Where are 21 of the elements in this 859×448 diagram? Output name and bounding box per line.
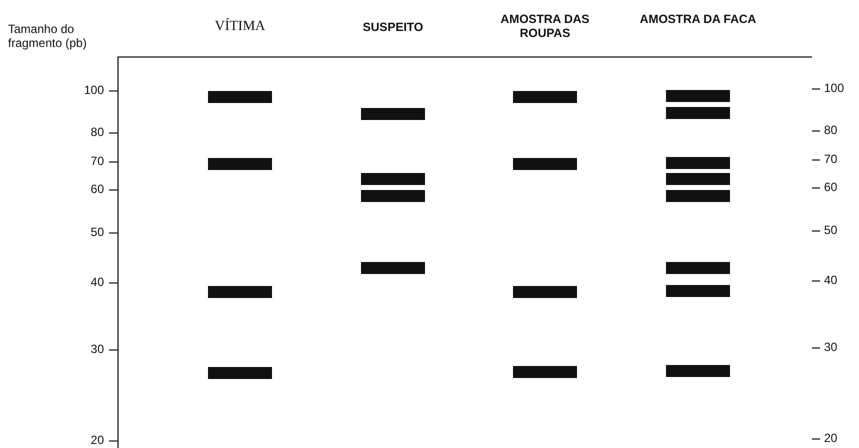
lane-header: AMOSTRA DAS ROUPAS: [500, 12, 590, 40]
tick-label: 40: [824, 273, 838, 287]
lane-header: VÍTIMA: [214, 20, 266, 34]
tick-label: 20: [90, 433, 104, 447]
tick-label: 70: [90, 154, 104, 168]
tick-label: 40: [90, 275, 104, 289]
tick-label: 20: [824, 431, 838, 445]
tick-label: 80: [824, 123, 838, 137]
tick-label: 80: [90, 125, 104, 139]
tick-label: 60: [90, 182, 104, 196]
tick-label: 30: [90, 342, 104, 356]
axis-title: Tamanho do fragmento (pb): [8, 22, 88, 50]
tick-label: 70: [824, 152, 838, 166]
tick-label: 50: [90, 225, 104, 239]
tick-label: 100: [824, 81, 844, 95]
lane-header: SUSPEITO: [362, 20, 424, 34]
lane-header: AMOSTRA DA FACA: [638, 12, 758, 26]
tick-label: 100: [82, 83, 104, 97]
tick-label: 60: [824, 180, 838, 194]
tick-label: 30: [824, 340, 838, 354]
tick-label: 50: [824, 223, 838, 237]
